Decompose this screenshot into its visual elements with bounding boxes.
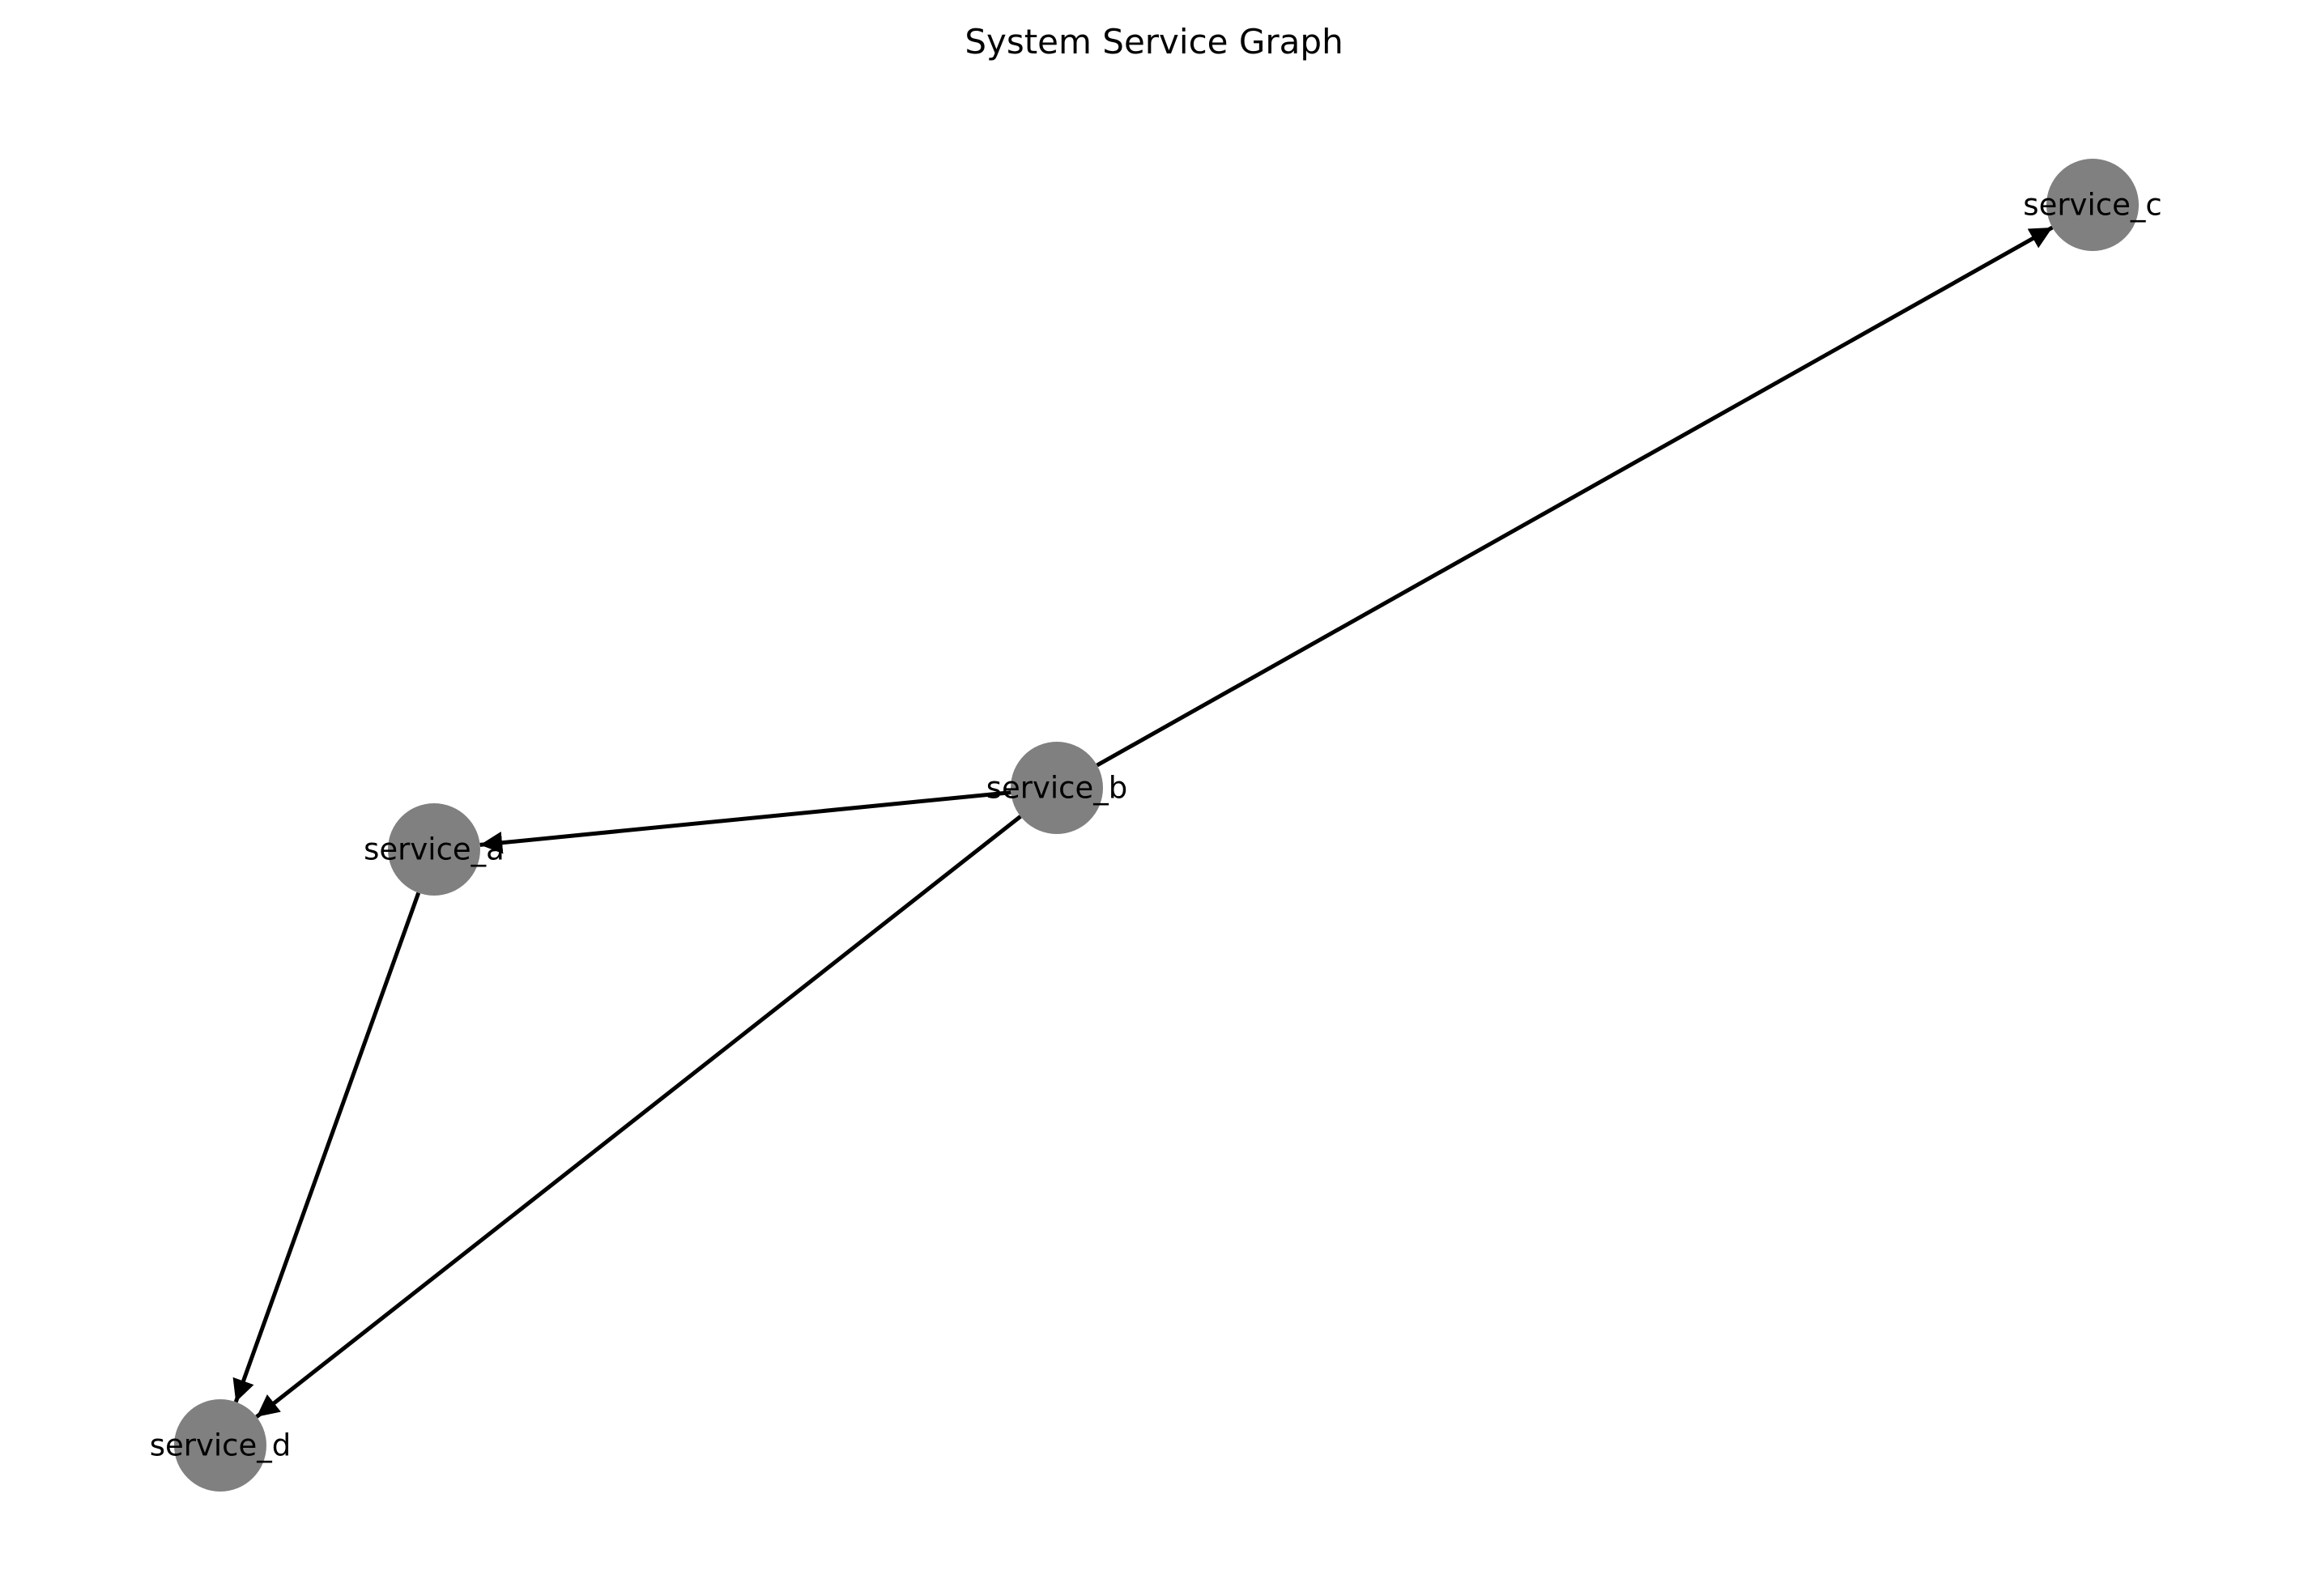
node-circle [388,803,480,896]
node-service_a: service_a [364,803,505,896]
edge-service_b-to-service_c [1096,225,2054,768]
graph-title: System Service Graph [965,22,1343,62]
node-label: service_c [2023,188,2161,223]
edge-service_a-to-service_d [232,892,421,1403]
nodes-layer: service_a service_b service_c service_d [150,159,2162,1492]
node-circle [2046,159,2139,251]
node-service_d: service_d [150,1399,292,1492]
node-label: service_b [986,771,1128,806]
node-label: service_a [364,832,505,867]
node-label: service_d [150,1428,292,1463]
node-service_b: service_b [986,742,1128,834]
node-service_c: service_c [2023,159,2162,251]
node-circle [1011,742,1103,834]
edge-service_b-to-service_a [479,790,1011,854]
node-circle [174,1399,266,1492]
edge-service_b-to-service_d [255,815,1022,1419]
edges-layer [232,225,2054,1419]
